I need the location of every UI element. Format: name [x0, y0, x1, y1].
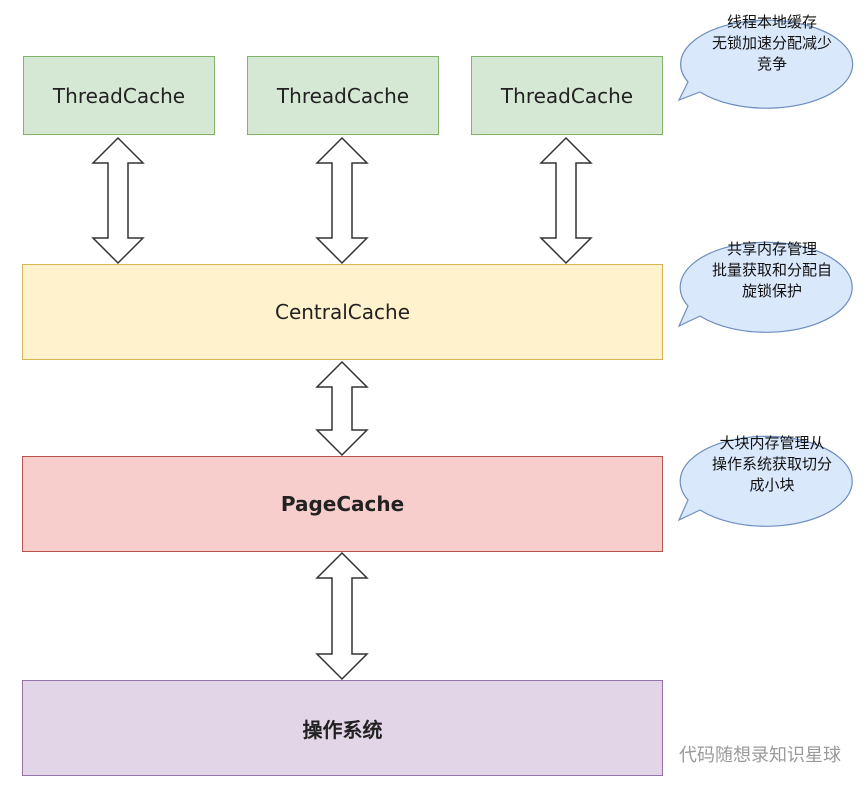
os-box: 操作系统	[22, 680, 663, 776]
arrow-page-os	[315, 551, 369, 681]
page-cache-box: PageCache	[22, 456, 663, 552]
arrow-central-page	[315, 360, 369, 457]
callout-bubble-page	[677, 435, 853, 527]
arrow-thread1-central	[91, 136, 145, 265]
callout-text-page: 大块内存管理从 操作系统获取切分 成小块	[711, 434, 832, 494]
callout-text-thread: 线程本地缓存 无锁加速分配减少 竞争	[711, 13, 832, 73]
arrow-thread3-central	[539, 136, 593, 265]
os-label: 操作系统	[302, 717, 383, 742]
thread-cache-label: ThreadCache	[52, 83, 186, 108]
arrow-thread2-central	[315, 136, 369, 265]
central-cache-box: CentralCache	[22, 264, 663, 360]
watermark: 代码随想录知识星球	[679, 745, 841, 766]
central-cache-label: CentralCache	[274, 300, 411, 324]
callout-text-central: 共享内存管理 批量获取和分配自 旋锁保护	[711, 240, 832, 300]
thread-cache-label: ThreadCache	[276, 83, 410, 108]
page-cache-label: PageCache	[280, 492, 405, 516]
callout-bubble-central	[677, 241, 853, 333]
callout-bubble-thread	[677, 19, 854, 109]
thread-cache-box-1: ThreadCache	[23, 56, 215, 135]
thread-cache-label: ThreadCache	[500, 83, 634, 108]
thread-cache-box-3: ThreadCache	[471, 56, 663, 135]
thread-cache-box-2: ThreadCache	[247, 56, 439, 135]
